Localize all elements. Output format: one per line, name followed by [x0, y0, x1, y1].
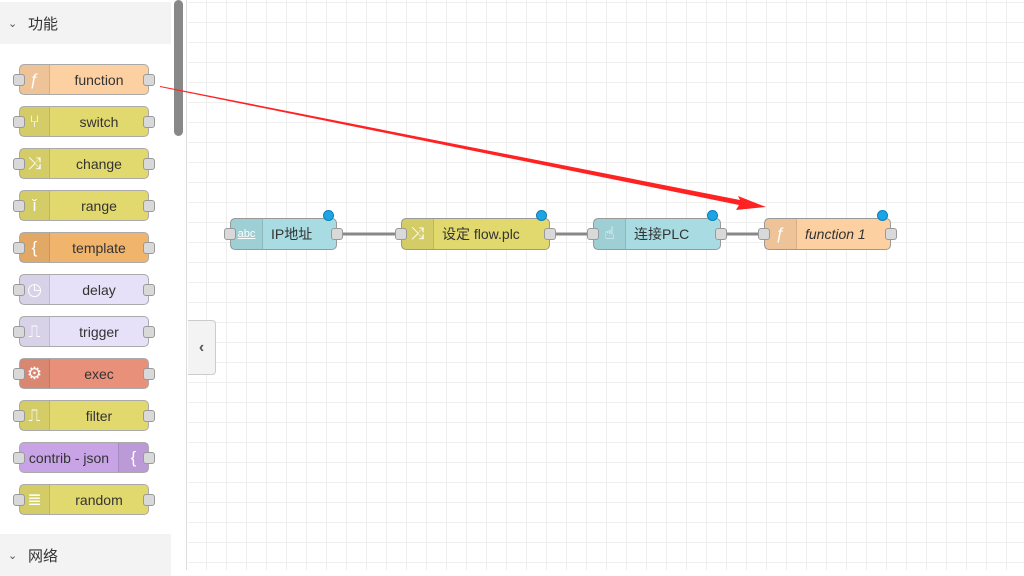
- collapse-sidebar-button[interactable]: ‹: [188, 320, 216, 375]
- input-port[interactable]: [13, 241, 25, 254]
- output-port[interactable]: [143, 115, 155, 128]
- output-port[interactable]: [143, 241, 155, 254]
- palette-node-switch[interactable]: ⑂ switch: [13, 106, 155, 137]
- input-port[interactable]: [13, 325, 25, 338]
- flow-node[interactable]: ☝ 连接PLC: [587, 210, 727, 250]
- palette-node-filter[interactable]: ⎍ filter: [13, 400, 155, 431]
- node-label: IP地址: [271, 226, 313, 242]
- node-label: filter: [85, 407, 113, 424]
- input-port[interactable]: [13, 493, 25, 506]
- node-label: 连接PLC: [634, 226, 690, 242]
- input-port[interactable]: [13, 451, 25, 464]
- node-icon: ⑂: [20, 107, 50, 136]
- output-port[interactable]: [143, 367, 155, 380]
- node-label: function 1: [805, 226, 866, 242]
- annotation-arrow: [160, 86, 766, 210]
- node-icon: ☝: [594, 219, 626, 249]
- input-port[interactable]: [224, 228, 236, 240]
- node-icon: ǐ: [20, 191, 50, 220]
- output-port[interactable]: [143, 325, 155, 338]
- node-icon: {: [20, 233, 50, 262]
- input-port[interactable]: [13, 73, 25, 86]
- input-port[interactable]: [13, 157, 25, 170]
- output-port[interactable]: [143, 493, 155, 506]
- category-function[interactable]: ⌄ 功能: [0, 2, 171, 44]
- node-label: contrib - json: [28, 449, 110, 466]
- node-icon: ⤨: [402, 219, 434, 249]
- node-label: trigger: [79, 323, 119, 340]
- palette-node-template[interactable]: { template: [13, 232, 155, 263]
- flow-node[interactable]: ⤨ 设定 flow.plc: [395, 210, 556, 250]
- input-port[interactable]: [13, 367, 25, 380]
- node-icon: ⎍: [20, 317, 50, 346]
- node-label: exec: [84, 365, 114, 382]
- node-label: random: [75, 491, 123, 508]
- node-icon: ◷: [20, 275, 50, 304]
- output-port[interactable]: [143, 283, 155, 296]
- node-label: switch: [79, 113, 119, 130]
- output-port[interactable]: [143, 409, 155, 422]
- input-port[interactable]: [13, 409, 25, 422]
- chevron-down-icon: ⌄: [8, 17, 18, 30]
- node-label: range: [81, 197, 117, 214]
- category-label: 功能: [28, 15, 59, 33]
- output-port[interactable]: [143, 199, 155, 212]
- output-port[interactable]: [143, 73, 155, 86]
- node-label: delay: [82, 281, 116, 298]
- chevron-left-icon: ‹: [198, 338, 205, 356]
- changed-indicator: [536, 210, 547, 221]
- output-port[interactable]: [331, 228, 343, 240]
- node-label: function: [74, 71, 124, 88]
- output-port[interactable]: [143, 451, 155, 464]
- node-label: change: [76, 155, 122, 172]
- input-port[interactable]: [13, 115, 25, 128]
- flow-node[interactable]: abc IP地址: [224, 210, 343, 250]
- palette-node-change[interactable]: ⤨ change: [13, 148, 155, 179]
- node-icon: abc: [231, 219, 263, 249]
- category-label: 网络: [28, 547, 59, 565]
- node-icon: ⎍: [20, 401, 50, 430]
- scrollbar[interactable]: [174, 0, 183, 136]
- changed-indicator: [323, 210, 334, 221]
- input-port[interactable]: [758, 228, 770, 240]
- flow-canvas[interactable]: [188, 0, 1024, 570]
- output-port[interactable]: [544, 228, 556, 240]
- input-port[interactable]: [395, 228, 407, 240]
- palette-node-delay[interactable]: ◷ delay: [13, 274, 155, 305]
- node-icon: ⤨: [20, 149, 50, 178]
- node-icon: ⚙: [20, 359, 50, 388]
- palette-node-function[interactable]: ƒ function: [13, 64, 155, 95]
- node-label: template: [72, 239, 126, 256]
- output-port[interactable]: [143, 157, 155, 170]
- changed-indicator: [707, 210, 718, 221]
- node-icon: ≣: [20, 485, 50, 514]
- chevron-down-icon: ⌄: [8, 549, 18, 562]
- changed-indicator: [877, 210, 888, 221]
- node-icon: ƒ: [765, 219, 797, 249]
- input-port[interactable]: [13, 199, 25, 212]
- palette-node-random[interactable]: ≣ random: [13, 484, 155, 515]
- category-network[interactable]: ⌄ 网络: [0, 534, 171, 576]
- palette-sidebar: ⌄ 功能 ƒ function ⑂ switch ⤨ change ǐ range { templa…: [0, 0, 187, 576]
- palette-node-range[interactable]: ǐ range: [13, 190, 155, 221]
- palette-node-contrib-json[interactable]: contrib - json{: [13, 442, 155, 473]
- flow-node[interactable]: ƒ function 1: [758, 210, 897, 250]
- output-port[interactable]: [885, 228, 897, 240]
- output-port[interactable]: [715, 228, 727, 240]
- input-port[interactable]: [587, 228, 599, 240]
- input-port[interactable]: [13, 283, 25, 296]
- palette-node-trigger[interactable]: ⎍ trigger: [13, 316, 155, 347]
- node-icon: ƒ: [20, 65, 50, 94]
- palette-node-exec[interactable]: ⚙ exec: [13, 358, 155, 389]
- node-label: 设定 flow.plc: [442, 226, 520, 242]
